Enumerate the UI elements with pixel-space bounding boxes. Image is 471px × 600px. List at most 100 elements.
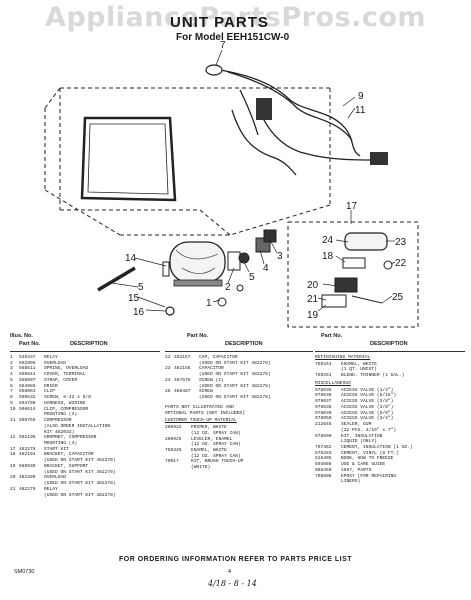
table-row: (USED ON START KIT 482278): [165, 384, 313, 390]
part-description: ACCESS VALVE (5/8"): [341, 410, 394, 416]
harness-connector: [256, 98, 272, 120]
table-row: 212645 SEALER, GUM: [315, 422, 465, 428]
part-number: 759251: [315, 373, 332, 379]
start-kit-parts: [321, 232, 393, 308]
callout-17: 17: [346, 201, 358, 212]
table-row: (12 OZ. SPRAY CAN): [165, 431, 313, 437]
header-part-no: Part No.: [19, 341, 41, 347]
part-number: 560841: [19, 372, 36, 378]
column-2-header: Part No. DESCRIPTION: [165, 333, 313, 352]
part-description: LEVELER, ENAMEL: [191, 436, 233, 442]
part-description: (USED ON START KIT 482278): [44, 469, 116, 475]
part-description: ENAMEL, WHITE: [191, 448, 227, 454]
part-description: BOOK, HOW TO FREEZE: [341, 456, 394, 462]
part-number: 482280: [19, 475, 36, 481]
table-row: (USED ON START KIT 482278): [165, 395, 313, 401]
part-number: 206922: [165, 425, 182, 431]
part-number: 487678: [174, 377, 191, 383]
part-description: ENAMEL, WHITE: [341, 361, 377, 367]
callout-25: 25: [392, 292, 404, 303]
part-number: 978036: [315, 393, 332, 399]
part-number: 978600: [315, 433, 332, 439]
callout-9: 9: [358, 91, 364, 102]
illus-number: 18: [10, 452, 16, 458]
part-description: GROMMET, COMPRESSOR: [44, 435, 97, 441]
part-number: 482156: [174, 366, 191, 372]
page-title: UNIT PARTS: [170, 14, 269, 31]
part-description: MOUNTING (4): [44, 412, 78, 418]
part-number: 549337: [19, 355, 36, 360]
part-description: CLIP, COMPRESSOR: [44, 406, 89, 412]
column-1-header: Illus. No. Part No. DESCRIPTION: [10, 333, 160, 352]
illus-number: 5: [10, 377, 13, 383]
model-line: For Model EEH151CW-0: [176, 32, 290, 43]
part-number: 206925: [165, 436, 182, 442]
callout-24: 24: [322, 235, 334, 246]
column-3-header: Part No. DESCRIPTION: [315, 333, 465, 352]
page-number: 4: [228, 569, 232, 575]
part-number: 482194: [19, 452, 36, 458]
part-description: PRIMER, WHITE: [191, 425, 227, 431]
table-row: (1 QT. UNCUT): [315, 367, 465, 373]
part-description: BRACKET, CAPACITOR: [44, 452, 94, 458]
illus-number: 11: [10, 418, 16, 424]
part-description: SPRING, OVERLOAD: [44, 366, 89, 372]
part-description: ACCESS VALVE (3/4"): [341, 416, 394, 422]
drier: [97, 266, 136, 292]
refinish-section-title: REFINISHING MATERIAL: [315, 355, 371, 360]
illus-number: [165, 395, 174, 401]
part-number: 212645: [315, 422, 332, 428]
table-row: LINERS): [315, 479, 465, 485]
illus-number: 23: [165, 366, 171, 372]
callout-5: 5: [249, 272, 255, 283]
part-description: (12 OZ. SPRAY CAN): [191, 430, 241, 436]
part-number: [19, 493, 44, 499]
callout-15: 15: [128, 293, 140, 304]
illus-number: 12: [10, 435, 16, 441]
cabinet-outline: [44, 87, 331, 236]
illus-number: 25: [165, 389, 171, 395]
table-row: (WHITE): [165, 465, 313, 471]
part-description: EPOXY (FOR REPAIRING: [341, 473, 397, 479]
wiring-harness: [219, 69, 371, 176]
part-description: (12 OZ. SPRAY CAN): [191, 453, 241, 459]
part-number: 70017: [165, 459, 179, 465]
callout-4: 4: [263, 263, 269, 274]
callout-20: 20: [307, 280, 319, 291]
part-description: ACCESS VALVE (3/8"): [341, 399, 394, 405]
part-description: SEALER, GUM: [341, 422, 372, 428]
part-number: 978038: [315, 404, 332, 410]
part-number: 797462: [315, 445, 332, 451]
start-kit-box: [287, 221, 419, 328]
part-number: 592995: [19, 360, 36, 366]
part-number: 978050: [315, 416, 332, 422]
part-number: [165, 465, 191, 471]
illus-number: [10, 493, 19, 499]
part-description: COVER, TERMINAL: [44, 372, 86, 378]
part-number: 482278: [19, 446, 36, 452]
table-row: LIQUID (ONLY): [315, 439, 465, 445]
callout-5-left: 5: [138, 282, 144, 293]
table-row: (USED ON START KIT 482278): [10, 493, 160, 499]
part-description: RELAY: [44, 355, 58, 360]
table-row: KIT 482033): [10, 430, 160, 436]
part-description: (USED ON START KIT 482278): [199, 395, 271, 401]
part-description: LIQUID (ONLY): [341, 439, 377, 445]
